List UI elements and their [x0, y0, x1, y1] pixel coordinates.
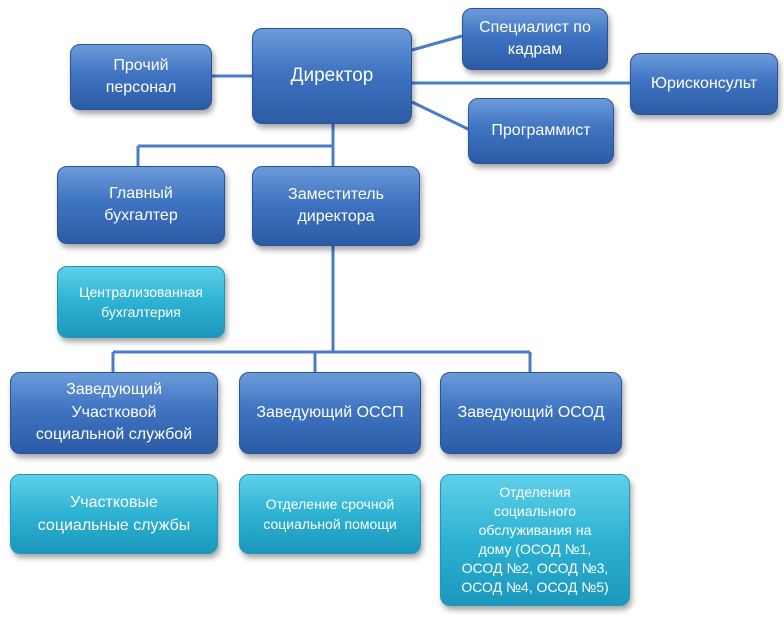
- node-head-district-service: Заведующий Участковой социальной службой: [10, 372, 218, 454]
- node-head-osod: Заведующий ОСОД: [440, 372, 622, 454]
- node-urgent-aid-department: Отделение срочной социальной помощи: [239, 474, 421, 554]
- node-urgent-aid-department-label: Отделение срочной социальной помощи: [263, 495, 397, 532]
- node-hr-specialist-label: Специалист по кадрам: [479, 18, 591, 58]
- node-head-district-service-label: Заведующий Участковой социальной службой: [35, 381, 193, 444]
- node-district-services: Участковые социальные службы: [10, 474, 218, 554]
- node-chief-accountant: Главный бухгалтер: [57, 166, 225, 244]
- node-chief-accountant-label: Главный бухгалтер: [104, 184, 178, 224]
- line-director-programmer: [411, 100, 471, 132]
- node-director-label: Директор: [290, 64, 374, 86]
- node-legal-consultant: Юрисконсульт: [630, 53, 778, 115]
- node-deputy-director-label: Заместитель директора: [288, 185, 384, 225]
- node-other-staff: Прочий персонал: [70, 44, 212, 110]
- line-director-hr: [411, 34, 463, 52]
- node-programmer: Программист: [468, 98, 614, 164]
- node-home-service-departments: Отделения социального обслуживания на до…: [440, 474, 630, 606]
- node-director: Директор: [252, 28, 412, 124]
- node-legal-consultant-label: Юрисконсульт: [650, 74, 758, 92]
- node-centralized-accounting: Централизованная бухгалтерия: [57, 266, 225, 338]
- node-other-staff-label: Прочий персонал: [105, 56, 177, 96]
- node-head-osod-label: Заведующий ОСОД: [457, 403, 605, 421]
- node-district-services-label: Участковые социальные службы: [37, 493, 191, 534]
- node-head-ossp-label: Заведующий ОССП: [256, 403, 404, 421]
- node-deputy-director: Заместитель директора: [252, 166, 420, 246]
- node-head-ossp: Заведующий ОССП: [239, 372, 421, 454]
- node-hr-specialist: Специалист по кадрам: [462, 8, 608, 70]
- node-centralized-accounting-label: Централизованная бухгалтерия: [79, 283, 203, 320]
- node-programmer-label: Программист: [491, 121, 591, 139]
- node-home-service-departments-label: Отделения социального обслуживания на до…: [461, 484, 609, 595]
